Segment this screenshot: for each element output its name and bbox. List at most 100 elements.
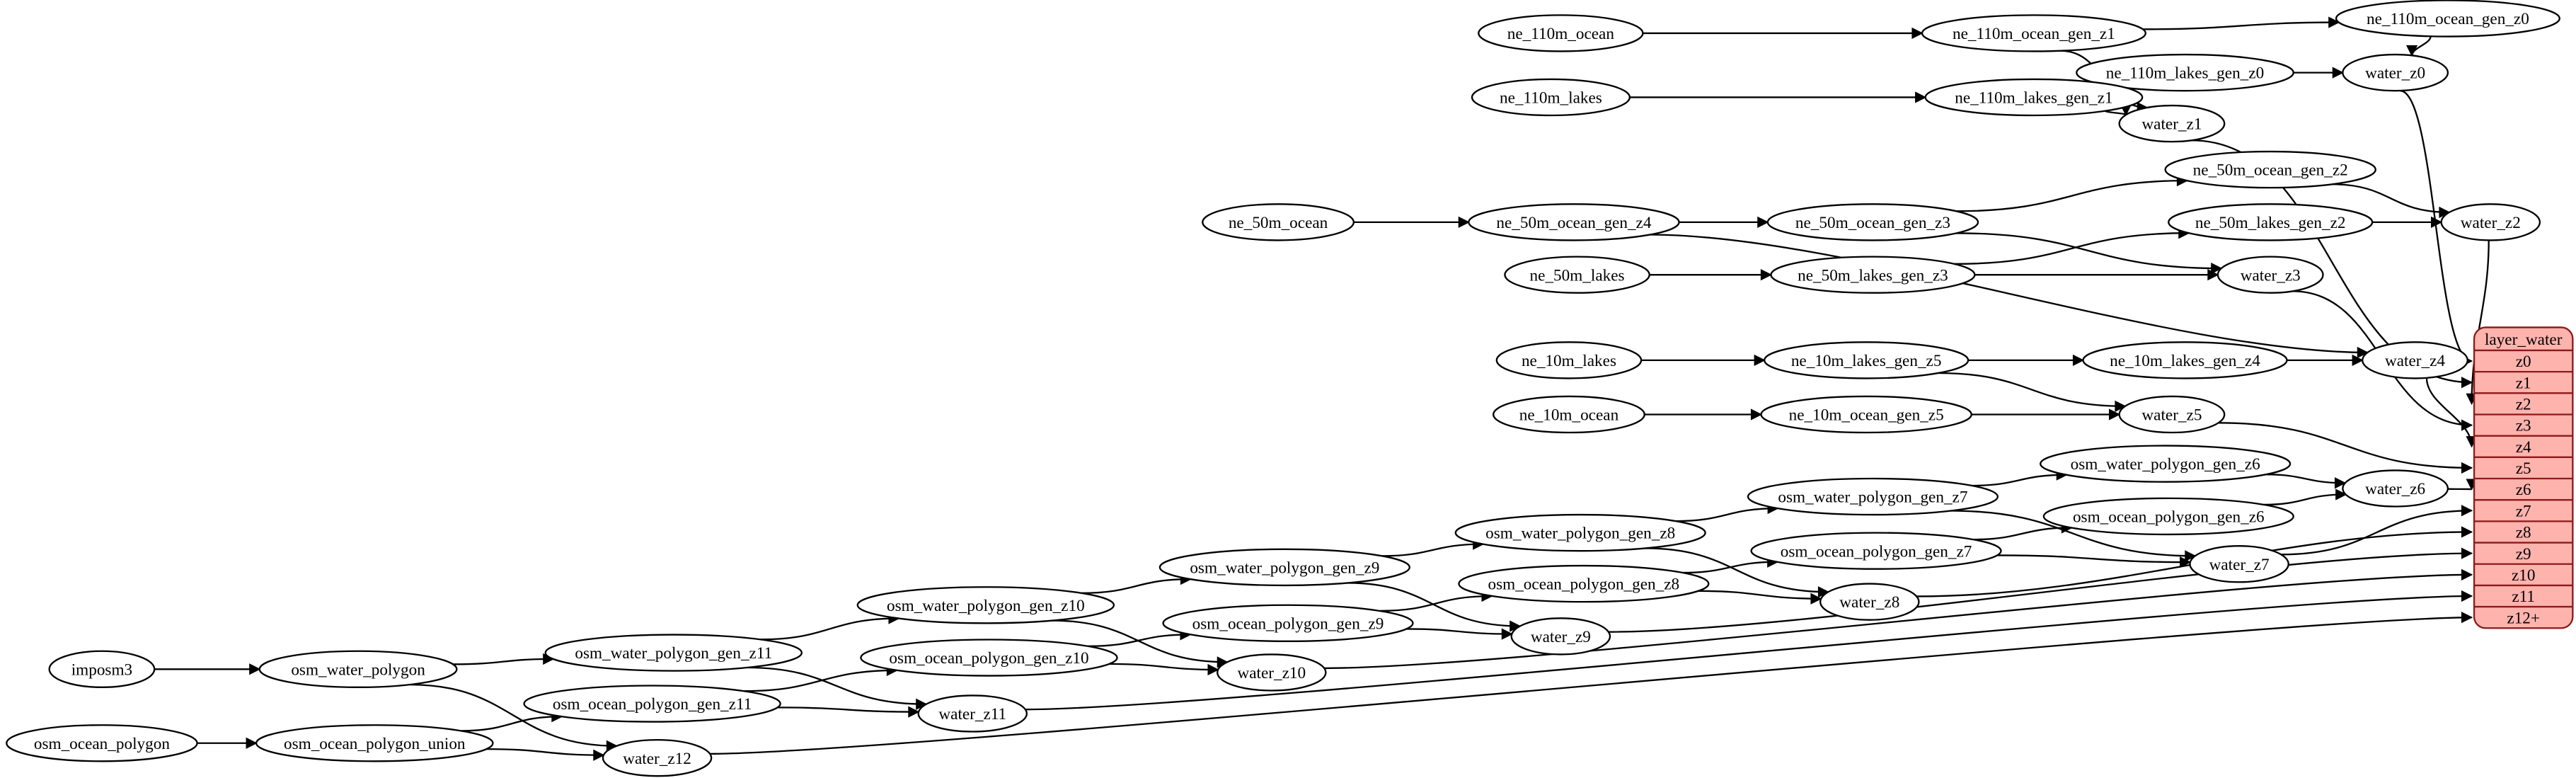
node-label: water_z6 [2365, 480, 2425, 498]
layer-water-row-z0: z0 [2516, 353, 2531, 371]
node-label: ne_50m_lakes_gen_z2 [2195, 214, 2346, 232]
node-label: osm_water_polygon_gen_z7 [1778, 488, 1967, 507]
node-label: ne_10m_lakes [1522, 352, 1616, 370]
node-label: osm_water_polygon_gen_z10 [887, 597, 1085, 615]
node-ne_10m_lakes: ne_10m_lakes [1495, 341, 1643, 379]
edge-osm_ocean_polygon_union-to-osm_ocean_polygon_gen_z11 [461, 711, 563, 732]
node-label: ne_110m_ocean_gen_z0 [2367, 10, 2529, 28]
node-osm_water_polygon: osm_water_polygon [258, 650, 458, 689]
node-water_z2: water_z2 [2440, 203, 2541, 241]
node-ellipse [917, 694, 1028, 733]
node-water_z9: water_z9 [1510, 617, 1611, 656]
node-ellipse [1766, 203, 1979, 241]
node-ellipse [1454, 513, 1706, 552]
edge-osm_ocean_polygon_gen_z9-to-osm_ocean_polygon_gen_z8 [1379, 590, 1493, 612]
node-ellipse [1478, 14, 1644, 52]
node-ne_110m_ocean: ne_110m_ocean [1478, 14, 1644, 52]
layer-water-row-z10: z10 [2512, 566, 2536, 585]
edge-water_z12-to-layer_water:z12+ [710, 612, 2473, 755]
edge-osm_water_polygon_gen_z10-to-water_z10 [1051, 619, 1229, 668]
edge-osm_ocean_polygon_gen_z11-to-water_z11 [777, 706, 920, 718]
node-label: osm_ocean_polygon_gen_z11 [553, 695, 752, 714]
edge-osm_water_polygon_gen_z11-to-water_z11 [747, 666, 928, 710]
node-water_z7: water_z7 [2189, 545, 2289, 583]
node-ne_110m_ocean_gen_z0: ne_110m_ocean_gen_z0 [2335, 0, 2560, 38]
node-ellipse [2189, 545, 2289, 583]
node-water_z1: water_z1 [2118, 104, 2226, 143]
node-water_z3: water_z3 [2216, 256, 2324, 294]
node-label: ne_50m_lakes [1530, 266, 1625, 285]
node-ellipse [2082, 341, 2288, 379]
node-label: water_z7 [2209, 556, 2270, 574]
edge-ne_110m_lakes_gen_z1-to-water_z1 [2104, 104, 2132, 116]
node-label: ne_50m_ocean_gen_z3 [1795, 214, 1950, 232]
edge-osm_ocean_polygon_gen_z8-to-water_z8 [1698, 590, 1822, 605]
node-label: ne_50m_ocean_gen_z4 [1496, 214, 1651, 232]
edge-osm_water_polygon_gen_z8-to-osm_water_polygon_gen_z7 [1675, 502, 1779, 522]
node-label: osm_ocean_polygon_gen_z9 [1192, 614, 1384, 633]
node-ne_50m_ocean_gen_z4: ne_50m_ocean_gen_z4 [1468, 203, 1680, 241]
node-label: osm_water_polygon_gen_z6 [2071, 455, 2260, 474]
node-label: water_z3 [2241, 266, 2301, 285]
edge-water_z5-to-layer_water:z5 [2218, 422, 2473, 474]
nodes-layer: ne_110m_ocean ne_110m_ocean_gen_z1 ne_110m… [6, 0, 2560, 777]
node-ellipse [255, 724, 494, 762]
layer-water-row-z8: z8 [2516, 524, 2531, 542]
node-label: osm_ocean_polygon_gen_z8 [1488, 576, 1680, 594]
layer-water-row-z9: z9 [2516, 545, 2531, 564]
node-label: ne_50m_ocean_gen_z2 [2193, 161, 2348, 180]
edge-ne_10m_lakes_gen_z5-to-water_z5 [1938, 372, 2127, 412]
node-ellipse [2440, 203, 2541, 241]
node-osm_water_polygon_gen_z10: osm_water_polygon_gen_z10 [856, 586, 1115, 624]
edge-ne_50m_ocean_gen_z4-to-water_z4 [1650, 234, 2369, 359]
node-ellipse [1764, 341, 1970, 379]
edge-osm_water_polygon_gen_z7-to-osm_water_polygon_gen_z6 [1971, 469, 2068, 487]
node-ne_10m_lakes_gen_z5: ne_10m_lakes_gen_z5 [1764, 341, 1970, 379]
node-ellipse [856, 586, 1115, 624]
node-water_z10: water_z10 [1217, 653, 1327, 692]
node-label: ne_10m_lakes_gen_z5 [1791, 352, 1942, 370]
edge-ne_50m_ocean_gen_z3-to-water_z3 [1956, 232, 2223, 275]
edge-ne_110m_ocean_gen_z0-to-water_z0 [2405, 36, 2432, 57]
node-ellipse [1747, 477, 1999, 516]
node-label: ne_50m_ocean [1229, 214, 1328, 232]
node-label: water_z1 [2141, 115, 2202, 134]
edge-ne_50m_ocean_gen_z3-to-ne_50m_ocean_gen_z2 [1956, 175, 2189, 212]
node-ellipse [48, 650, 156, 689]
node-ne_10m_lakes_gen_z4: ne_10m_lakes_gen_z4 [2082, 341, 2288, 379]
edge-water_z7-to-layer_water:z7 [2281, 505, 2473, 556]
node-ellipse [2040, 445, 2292, 483]
node-label: imposm3 [71, 660, 132, 679]
node-ellipse [2076, 53, 2294, 92]
node-ellipse [2168, 203, 2374, 241]
node-ellipse [1162, 604, 1414, 643]
node-water_z0: water_z0 [2342, 53, 2449, 92]
node-ne_10m_ocean_gen_z5: ne_10m_ocean_gen_z5 [1760, 395, 1972, 434]
node-label: ne_110m_ocean [1507, 25, 1615, 43]
node-ellipse [523, 685, 781, 723]
node-ellipse [2216, 256, 2324, 294]
edge-osm_water_polygon-to-osm_water_polygon_gen_z11 [453, 653, 555, 665]
node-osm_ocean_polygon_union: osm_ocean_polygon_union [255, 724, 494, 762]
layer-water-row-z7: z7 [2516, 502, 2531, 520]
edge-osm_ocean_polygon_union-to-water_z12 [486, 748, 605, 761]
layer-water-row-z11: z11 [2512, 588, 2535, 606]
node-ellipse [6, 724, 198, 762]
layer-water-row-z6: z6 [2516, 481, 2531, 499]
node-label: water_z0 [2365, 64, 2425, 83]
edges-layer [154, 16, 2490, 761]
edge-osm_ocean_polygon_gen_z10-to-water_z10 [1109, 663, 1219, 676]
node-ne_110m_lakes: ne_110m_lakes [1471, 78, 1631, 117]
node-label: water_z12 [623, 750, 691, 768]
node-label: ne_10m_ocean_gen_z5 [1789, 406, 1944, 425]
node-label: ne_50m_lakes_gen_z3 [1798, 266, 1948, 285]
node-label: ne_110m_ocean_gen_z1 [1953, 25, 2115, 43]
node-label: water_z5 [2141, 406, 2202, 425]
node-ellipse [1493, 395, 1645, 434]
node-osm_water_polygon_gen_z11: osm_water_polygon_gen_z11 [544, 634, 803, 672]
node-label: osm_water_polygon [291, 660, 425, 679]
edge-water_z9-to-layer_water:z9 [1608, 547, 2473, 633]
node-ellipse [2342, 469, 2449, 508]
node-label: osm_ocean_polygon_gen_z6 [2073, 508, 2265, 527]
node-water_z5: water_z5 [2118, 395, 2226, 434]
